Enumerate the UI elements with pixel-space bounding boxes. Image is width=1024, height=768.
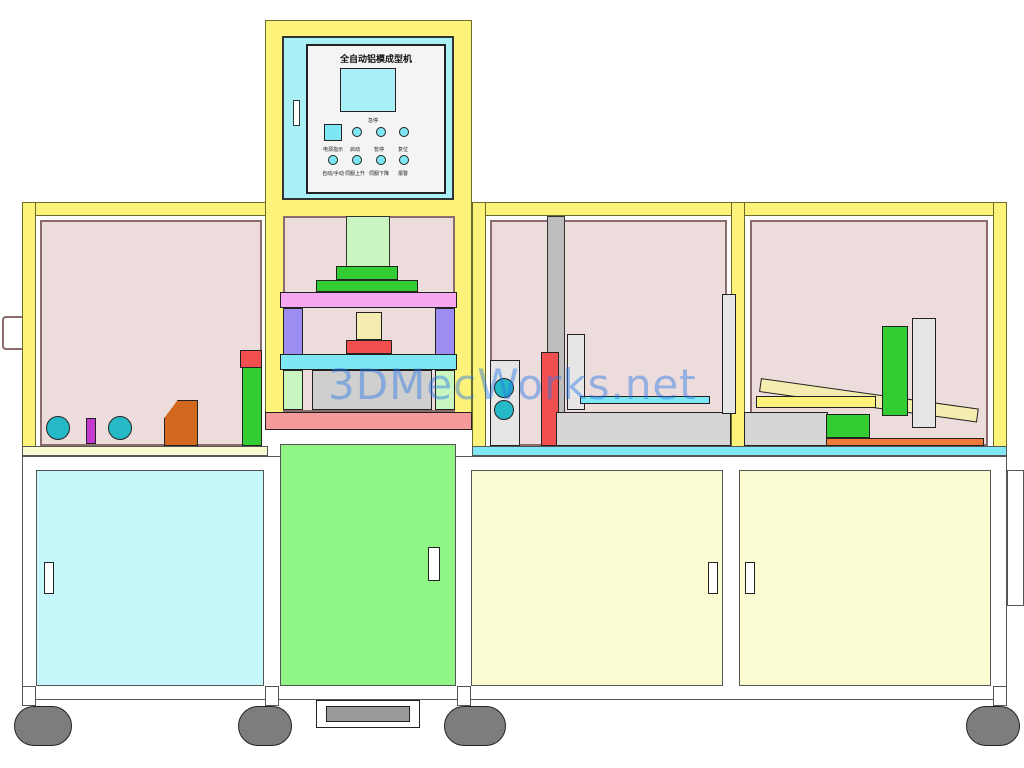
leg-center-left (265, 686, 279, 706)
control-label-auto-manual: 自动/手动 (322, 171, 344, 177)
right-cabinet-door-b[interactable] (739, 470, 991, 686)
right-frame-post-c (993, 202, 1007, 452)
feed-roller-top (494, 378, 514, 398)
left-cabinet-handle[interactable] (44, 562, 54, 594)
emergency-stop-icon[interactable] (324, 124, 342, 141)
control-panel-title: 全自动铝模成型机 (339, 55, 412, 65)
right-cabinet-handle-b[interactable] (745, 562, 755, 594)
start-button[interactable] (376, 127, 386, 137)
press-cylinder-flange (316, 280, 418, 292)
servo-up-button[interactable] (352, 155, 362, 165)
conveyor-rail (580, 396, 710, 404)
center-cabinet-handle[interactable] (428, 547, 440, 581)
upper-die (356, 312, 382, 340)
upper-press-plate (280, 292, 457, 308)
control-label-pause: 暂停 (373, 147, 384, 153)
control-label-start: 启动 (349, 147, 360, 153)
left-counter (22, 446, 268, 456)
watermark: 3DMecWorks.net (328, 360, 697, 409)
guide-post-right (435, 308, 455, 356)
conveyor-bed (556, 412, 731, 446)
caster-wheel-icon (966, 706, 1020, 746)
control-label-power: 电源指示 (322, 147, 343, 153)
alarm-indicator (399, 155, 409, 165)
cabinet-handle-icon (86, 418, 96, 444)
forming-base (744, 412, 828, 446)
lower-guide-right (435, 370, 455, 410)
clamp-block (826, 414, 870, 438)
pause-button[interactable] (399, 127, 409, 137)
leg-center-right (457, 686, 471, 706)
right-frame-post-a (472, 202, 486, 452)
base-plate (265, 412, 472, 430)
forming-cylinder (882, 326, 908, 416)
right-counter (472, 446, 1007, 456)
control-label-servo-up: 伺服上升 (344, 171, 365, 177)
caster-wheel-icon (14, 706, 72, 746)
forming-column (912, 318, 936, 428)
guide-post-left (283, 308, 303, 356)
power-button[interactable] (352, 127, 362, 137)
lower-guide-left (283, 370, 303, 410)
press-cylinder (346, 216, 390, 268)
caster-wheel-icon (238, 706, 292, 746)
discharge-plate (826, 438, 984, 446)
leg-right (993, 686, 1007, 706)
caster-wheel-icon (108, 416, 132, 440)
caster-wheel-icon (46, 416, 70, 440)
name-plate-slot (326, 706, 410, 722)
work-table (280, 354, 457, 370)
die-insert (346, 340, 392, 354)
forming-tray (756, 396, 876, 408)
control-label-alarm: 报警 (397, 171, 408, 177)
control-label-emergency: 急停 (367, 118, 378, 124)
leg-left (22, 686, 36, 706)
servo-down-button[interactable] (376, 155, 386, 165)
feed-roller-bottom (494, 400, 514, 420)
auto-manual-switch[interactable] (328, 155, 338, 165)
left-window (40, 220, 262, 446)
control-panel-face (306, 44, 446, 194)
side-panel (1007, 470, 1024, 606)
support-column (722, 294, 736, 414)
left-frame-top-bar (22, 202, 268, 216)
cutter-column (541, 352, 559, 446)
hmi-screen[interactable] (340, 68, 396, 112)
left-cabinet-door[interactable] (36, 470, 264, 686)
control-label-reset: 复位 (397, 147, 408, 153)
left-frame-left-post (22, 202, 36, 452)
cutter-motor (567, 334, 585, 410)
sensor-head (240, 350, 262, 368)
right-cabinet-handle-a[interactable] (708, 562, 718, 594)
center-cabinet-door[interactable] (280, 444, 456, 686)
control-box-latch[interactable] (293, 100, 300, 126)
press-cylinder-mount (336, 266, 398, 280)
caster-wheel-icon (444, 706, 506, 746)
lower-die (312, 370, 432, 410)
right-cabinet-door-a[interactable] (471, 470, 723, 686)
left-door-handle[interactable] (2, 316, 22, 350)
control-label-servo-down: 伺服下降 (368, 171, 389, 177)
